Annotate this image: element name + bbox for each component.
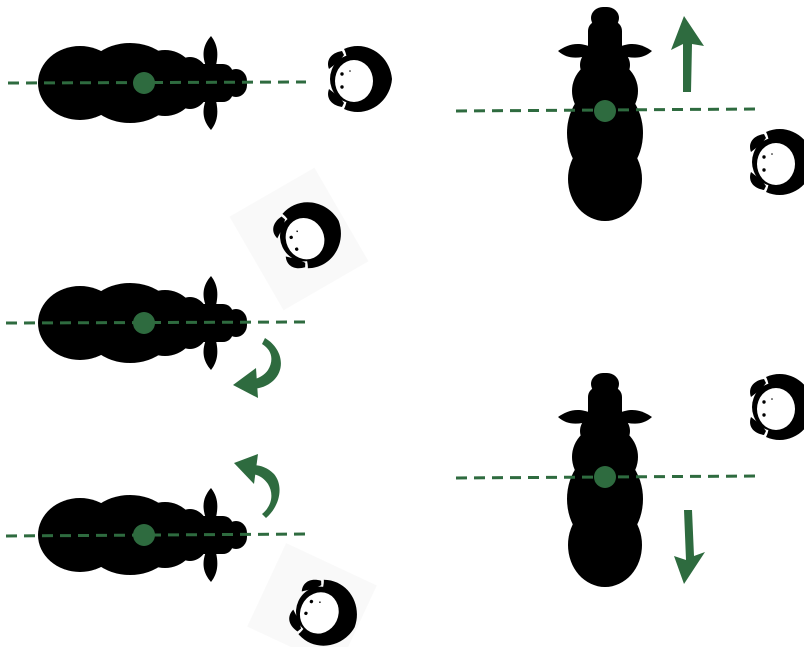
panel-right-2 xyxy=(455,373,804,587)
handler-icon xyxy=(750,128,804,196)
panel-right-1 xyxy=(455,7,804,221)
curved-arrow-icon xyxy=(233,338,281,398)
balance-point-dot-icon xyxy=(133,312,155,334)
panel-left-1 xyxy=(7,36,392,130)
balance-point-dot-icon xyxy=(594,466,616,488)
balance-line-dashed xyxy=(5,532,306,538)
handler-icon xyxy=(328,45,392,113)
panel-left-2 xyxy=(5,167,369,398)
curved-arrow-icon xyxy=(234,454,280,518)
straight-arrow-down-icon xyxy=(674,510,705,584)
balance-point-dot-icon xyxy=(133,72,155,94)
straight-arrow-up-icon xyxy=(671,16,704,92)
balance-line-dashed xyxy=(7,80,307,85)
panel-left-3 xyxy=(5,454,377,647)
balance-line-dashed xyxy=(5,320,306,325)
balance-point-dot-icon xyxy=(594,100,616,122)
balance-point-dot-icon xyxy=(133,524,155,546)
handler-icon xyxy=(750,373,804,441)
